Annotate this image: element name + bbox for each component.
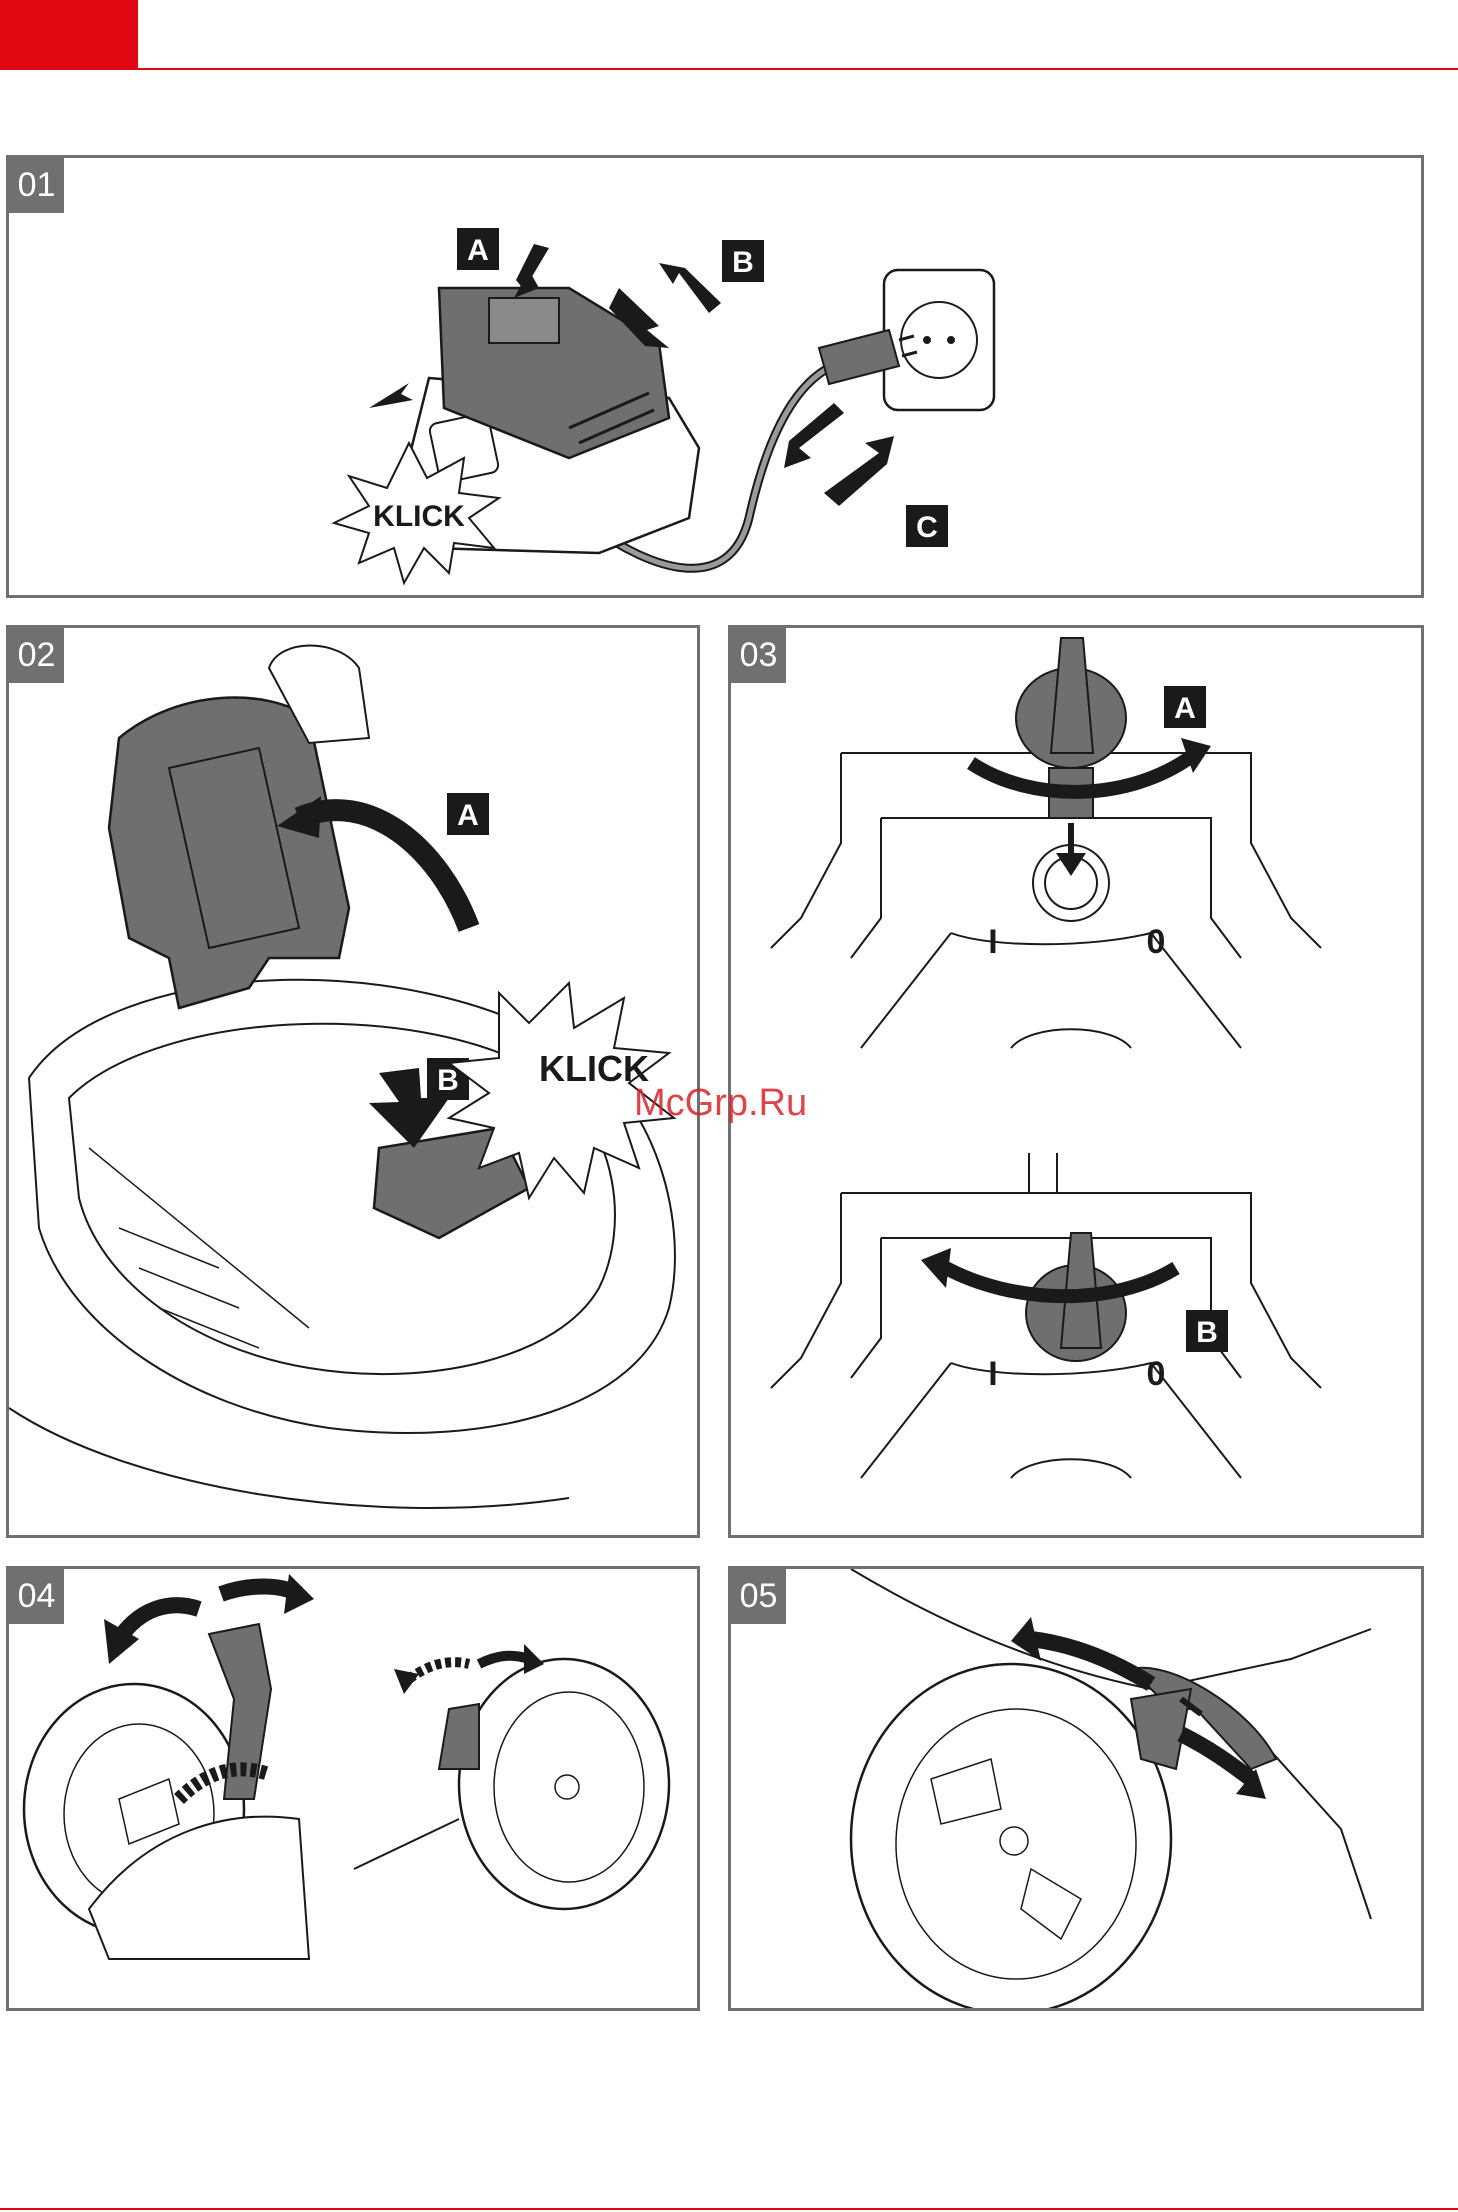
label-a-icon: A xyxy=(457,228,499,270)
svg-text:A: A xyxy=(1174,692,1196,725)
svg-text:B: B xyxy=(732,246,754,279)
charger-illustration: A B C KLICK xyxy=(9,158,1424,598)
svg-text:I: I xyxy=(988,923,997,961)
svg-text:0: 0 xyxy=(1147,1355,1166,1393)
label-a-icon: A xyxy=(447,793,489,835)
panel-02: 02 A B KLICK xyxy=(6,625,700,1538)
panel-04: 04 xyxy=(6,1566,700,2011)
label-b-icon: B xyxy=(1186,1310,1228,1352)
panel-number: 05 xyxy=(731,1569,786,1624)
svg-text:0: 0 xyxy=(1147,923,1166,961)
svg-text:B: B xyxy=(1196,1316,1218,1349)
svg-text:KLICK: KLICK xyxy=(539,1048,649,1089)
handle-adjust-illustration xyxy=(731,1569,1424,2011)
panel-05: 05 xyxy=(728,1566,1424,2011)
header-red-tab xyxy=(0,0,138,70)
height-adjust-illustration xyxy=(9,1569,700,2011)
svg-text:A: A xyxy=(467,234,489,267)
watermark: McGrp.Ru xyxy=(634,1082,807,1125)
footer-red-rule xyxy=(0,2208,1458,2210)
panel-number: 03 xyxy=(731,628,786,683)
label-c-icon: C xyxy=(906,505,948,547)
svg-text:C: C xyxy=(916,511,938,544)
panel-01: 01 xyxy=(6,155,1424,598)
key-switch-illustration: I 0 A I 0 B xyxy=(731,628,1424,1538)
label-b-icon: B xyxy=(722,240,764,282)
svg-text:A: A xyxy=(457,799,479,832)
panel-03: 03 I 0 A I 0 xyxy=(728,625,1424,1538)
svg-text:I: I xyxy=(988,1355,997,1393)
svg-text:KLICK: KLICK xyxy=(373,500,465,533)
panel-number: 02 xyxy=(9,628,64,683)
panel-number: 04 xyxy=(9,1569,64,1624)
battery-insert-illustration: A B KLICK xyxy=(9,628,700,1538)
label-a-icon: A xyxy=(1164,686,1206,728)
panel-number: 01 xyxy=(9,158,64,213)
header-red-rule xyxy=(138,68,1458,70)
